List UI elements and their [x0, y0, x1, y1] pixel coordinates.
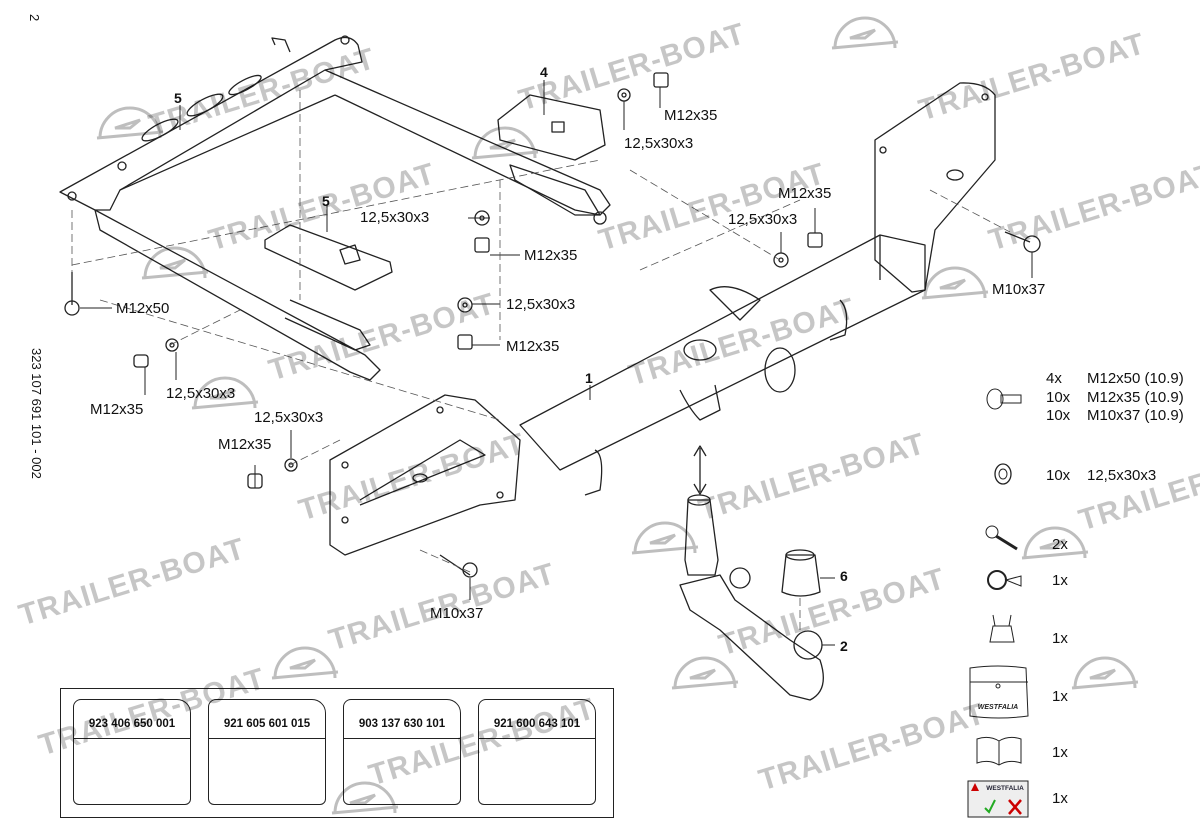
part-number-6: 6 [840, 568, 848, 584]
callout-washer: 12,5x30x3 [624, 135, 694, 152]
part-number-5b: 5 [322, 193, 330, 209]
bolt-icon [986, 388, 1022, 410]
part-number-5a: 5 [174, 90, 182, 106]
legend-keyring-qty: 1x [1052, 572, 1068, 589]
left-side-plate [329, 394, 603, 556]
part-number-4: 4 [540, 64, 548, 80]
legend-washer-qty: 10x [1046, 467, 1071, 484]
kit-bags-panel: 923 406 650 001 921 605 601 015 903 137 … [60, 688, 614, 818]
right-side-plate [874, 82, 996, 293]
pouch-brand: WESTFALIA [978, 704, 1018, 711]
callout-bolt: M12x35 [90, 401, 144, 418]
bracket-5 [264, 224, 393, 351]
tow-ball-assembly [679, 494, 824, 701]
kit-bag: 921 605 601 015 [208, 699, 326, 805]
manual-book-icon [976, 736, 1022, 766]
callout-washer: 12,5x30x3 [254, 409, 324, 426]
legend-key-qty: 2x [1052, 536, 1068, 553]
double-arrow [693, 445, 707, 495]
legend-bolt-spec: M10x37 (10.9) [1087, 407, 1184, 424]
callout-washer: 12,5x30x3 [360, 209, 430, 226]
legend-sticker-qty: 1x [1052, 790, 1068, 807]
kit-bag: 903 137 630 101 [343, 699, 461, 805]
callout-bolt: M12x35 [524, 247, 578, 264]
callout-bolt: M12x35 [664, 107, 718, 124]
legend-bolt-spec: M12x50 (10.9) [1087, 370, 1184, 387]
kit-bag-code: 923 406 650 001 [88, 718, 176, 730]
legend-bolt-qty: 4x [1046, 370, 1062, 387]
legend-pouch-qty: 1x [1052, 688, 1068, 705]
part-number-2: 2 [840, 638, 848, 654]
legend-bolt-spec: M12x35 (10.9) [1087, 389, 1184, 406]
callout-bolt: M12x35 [778, 185, 832, 202]
callout-bolt: M12x50 [116, 300, 170, 317]
leader-lines [80, 80, 1033, 646]
kit-bag: 921 600 643 101 [478, 699, 596, 805]
document-id: 323 107 691 101 - 002 [29, 348, 44, 479]
callout-washer: 12,5x30x3 [166, 385, 236, 402]
warning-sticker-icon: WESTFALIA [967, 780, 1029, 818]
legend-manual-qty: 1x [1052, 744, 1068, 761]
sticker-brand: WESTFALIA [986, 785, 1024, 792]
callout-bolt: M12x35 [218, 436, 272, 453]
bracket-4 [497, 94, 607, 225]
cross-member-frame [59, 35, 611, 381]
washer-icon [994, 463, 1012, 485]
main-tube [519, 234, 926, 471]
legend-washer-spec: 12,5x30x3 [1087, 467, 1157, 484]
kit-bag: 923 406 650 001 [73, 699, 191, 805]
legend-cover-qty: 1x [1052, 630, 1068, 647]
socket-cover-icon [989, 614, 1015, 643]
part-number-1: 1 [585, 370, 593, 386]
legend-bolt-qty: 10x [1046, 407, 1071, 424]
callout-bolt: M10x37 [430, 605, 484, 622]
kit-bag-code: 921 605 601 015 [223, 718, 311, 730]
key-icon [985, 525, 1018, 551]
fasteners [64, 72, 1041, 578]
kit-bag-code: 903 137 630 101 [358, 718, 446, 730]
callout-bolt: M10x37 [992, 281, 1046, 298]
page-number: 2 [27, 14, 42, 22]
pouch-icon: WESTFALIA [969, 665, 1029, 719]
callout-washer: 12,5x30x3 [506, 296, 576, 313]
key-ring-icon [987, 570, 1022, 590]
guide-lines [71, 90, 1011, 630]
callout-bolt: M12x35 [506, 338, 560, 355]
kit-bag-code: 921 600 643 101 [493, 718, 581, 730]
callout-washer: 12,5x30x3 [728, 211, 798, 228]
legend-bolt-qty: 10x [1046, 389, 1071, 406]
